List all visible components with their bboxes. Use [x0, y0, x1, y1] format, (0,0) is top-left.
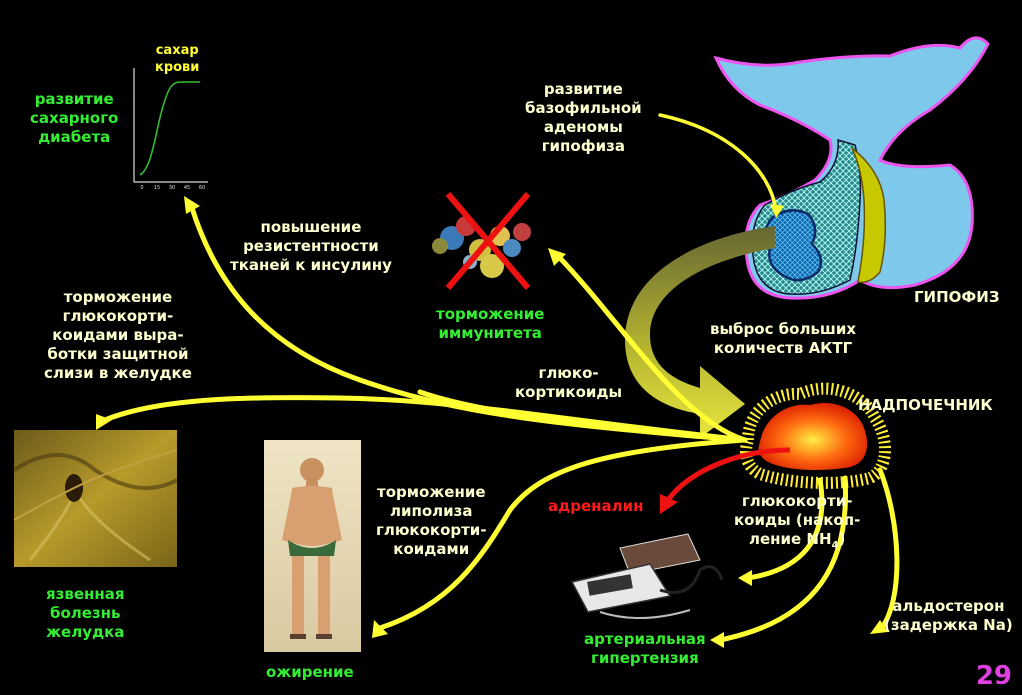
glucocorticoids-nh4-subscript: 4 [831, 540, 839, 551]
blood-sugar-curve [139, 81, 200, 176]
diabetes-label: развитие сахарного диабета [30, 90, 119, 146]
arrow-to-immunity [555, 253, 748, 443]
glucocorticoids-nh4-label: глюкокорти- коиды (накоп- ление NH4) [734, 492, 860, 555]
arrow-heads [96, 196, 888, 648]
sugar-chart-x-tick: 0 [140, 185, 143, 191]
adrenaline-arrow [665, 447, 791, 502]
arrow-adenoma-to-pituitary [658, 113, 778, 212]
aldosterone-label: альдостерон (задержка Na) [884, 597, 1013, 634]
arrow-to-hypertension [717, 475, 849, 643]
glucocorticoids-nh4-text: глюкокорти- коиды (накоп- ление NH [734, 492, 861, 548]
immunity-inhibition-label: торможение иммунитета [436, 305, 545, 342]
arrow-to-stomach-ulcer [97, 395, 748, 443]
sugar-chart-x-tick: 60 [199, 185, 205, 191]
pituitary-label: ГИПОФИЗ [914, 288, 1000, 306]
obesity-label: ожирение [266, 663, 354, 681]
blood-pressure-monitor-image [570, 533, 724, 619]
effect-arrows [97, 113, 900, 643]
arrow-to-obesity [377, 437, 748, 631]
glucocorticoids-nh4-end: ) [838, 530, 846, 548]
adrenaline-label: адреналин [548, 497, 644, 515]
hypertension-label: артериальная гипертензия [584, 630, 706, 667]
arrow-from-glucocorticoids-nh4 [745, 477, 825, 581]
insulin-resistance-label: повышение резистентности тканей к инсули… [230, 218, 392, 274]
lipolysis-inhibition-label: торможение липолиза глюкокорти- коидами [376, 483, 487, 558]
arrow-to-aldosterone [877, 467, 900, 633]
obesity-photo [264, 440, 361, 652]
sugar-chart-x-tick: 30 [169, 185, 175, 191]
mucus-inhibition-label: торможение глюкокорти- коидами выра- бот… [44, 288, 192, 382]
adrenal-gland-label: НАДПОЧЕЧНИК [858, 396, 993, 414]
adrenal-gland-illustration [740, 382, 891, 489]
slide-number: 29 [975, 661, 1012, 691]
sugar-chart-x-tick: 15 [154, 185, 160, 191]
pituitary-gland-illustration [713, 36, 990, 300]
blood-sugar-chart: 0 15 30 45 60 [133, 68, 208, 191]
stomach-ulcer-image [12, 430, 178, 567]
basophil-adenoma-label: развитие базофильной аденомы гипофиза [525, 80, 642, 155]
sugar-chart-x-tick: 45 [184, 185, 190, 191]
acth-release-arrow [625, 226, 775, 438]
stomach-ulcer-label: язвенная болезнь желудка [46, 585, 125, 641]
blood-sugar-chart-title: сахар крови [155, 43, 200, 75]
glucocorticoids-label: глюко- кортикоиды [515, 364, 623, 401]
acth-release-label: выброс больших количеств АКТГ [710, 320, 857, 357]
immunity-blocked-cross-icon [445, 192, 531, 290]
posterior-lobe [851, 147, 887, 284]
